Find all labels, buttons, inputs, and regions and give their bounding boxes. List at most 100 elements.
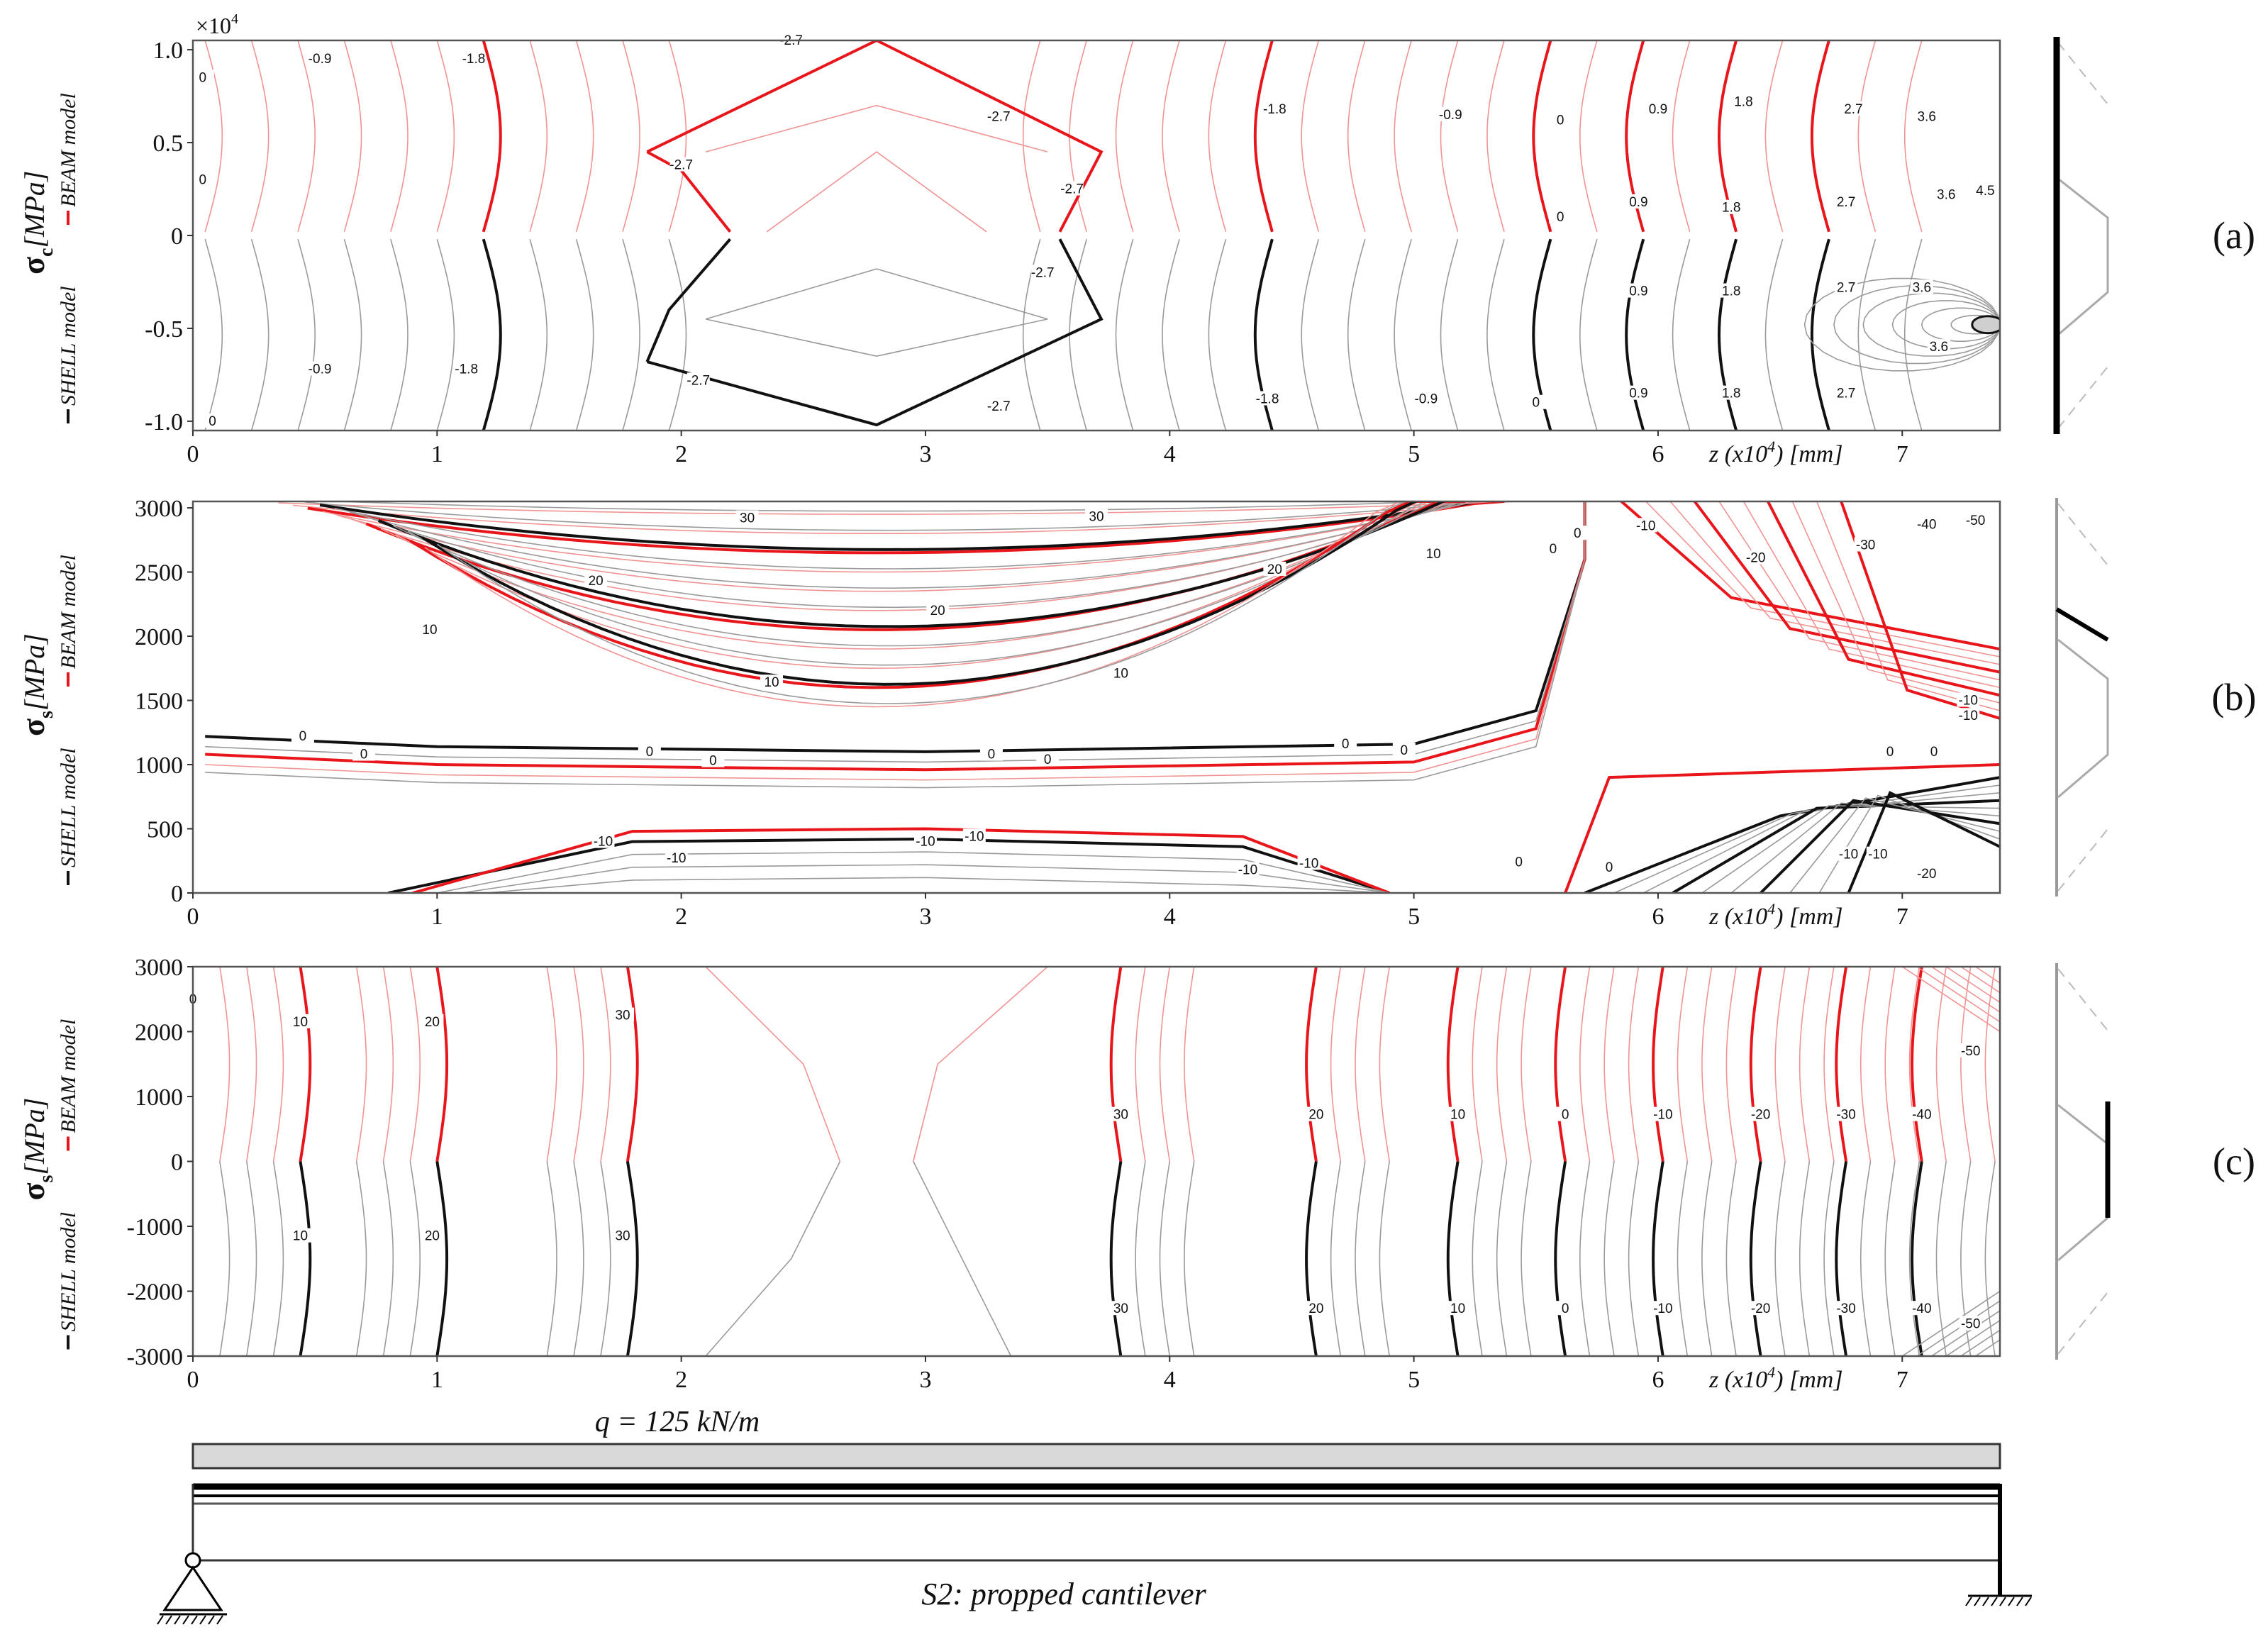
- beam-isoline: [1496, 967, 1508, 1162]
- beam-isoline: [1301, 40, 1320, 233]
- y-tick-label: 0: [171, 1150, 183, 1176]
- y-tick-label: 3000: [135, 496, 183, 522]
- beam-isoline: [1628, 967, 1640, 1162]
- shell-isoline: [297, 238, 316, 431]
- beam-isoline: [1857, 40, 1877, 233]
- contour-label-bg: [1263, 101, 1286, 116]
- shell-isoline: [1884, 1161, 1896, 1356]
- contour-label: 2.7: [1837, 387, 1855, 401]
- shell-isoline: [645, 238, 732, 362]
- contour-label-bg: [926, 602, 950, 617]
- contour-lines: [193, 40, 2000, 431]
- contour-label: -50: [1961, 1044, 1980, 1059]
- contour-label-bg: [1554, 1106, 1577, 1121]
- contour-label-bg: [1304, 1106, 1328, 1121]
- contour-label: -40: [1912, 1108, 1931, 1123]
- neutral-isoline: [205, 501, 1586, 789]
- beam-isoline: [1840, 501, 2000, 720]
- y-tick-label: 0: [171, 881, 183, 907]
- shell-isoline: [1717, 238, 1738, 431]
- shell-isoline: [377, 501, 1447, 628]
- contour-label-bg: [1959, 1316, 1982, 1331]
- beam-isoline: [1669, 501, 2000, 665]
- contour-label-bg: [1749, 1301, 1772, 1316]
- contour-label: -20: [1746, 551, 1765, 566]
- shell-isoline: [913, 1161, 1012, 1356]
- contour-label: 0: [209, 414, 216, 429]
- contour-label: 0: [199, 70, 206, 85]
- shell-isoline: [1701, 805, 2000, 893]
- contour-label-bg: [1392, 743, 1416, 757]
- shell-isoline: [546, 1161, 557, 1356]
- y-tick-label: 1500: [135, 689, 183, 715]
- shell-isoline: [1903, 238, 1923, 431]
- contour-label-bg: [1910, 1301, 1933, 1316]
- contour-label: -2.7: [669, 157, 693, 172]
- contour-label-bg: [418, 621, 441, 636]
- shell-isoline: [1760, 799, 2000, 893]
- contour-label: 1.8: [1722, 387, 1740, 401]
- beam-isoline: [246, 967, 257, 1162]
- contour-label: 0: [1574, 526, 1582, 541]
- beam-isoline: [278, 501, 1524, 515]
- contour-label: -50: [1961, 1316, 1980, 1331]
- y-tick-label: 1000: [135, 753, 183, 779]
- contour-label-bg: [191, 70, 214, 84]
- shell-isoline: [1355, 1161, 1366, 1356]
- contour-label: -1.8: [1263, 102, 1286, 117]
- beam-isoline: [204, 40, 223, 233]
- x-axis-label: z (x104) [mm]: [1708, 1363, 1843, 1393]
- pin-triangle: [162, 1565, 223, 1611]
- beam-isoline: [1774, 967, 1786, 1162]
- shell-isoline: [334, 501, 1476, 570]
- beam-isoline: [1486, 40, 1505, 233]
- contour-label-bg: [1524, 394, 1547, 409]
- beam-isoline: [1305, 967, 1318, 1162]
- beam-isoline: [1135, 967, 1146, 1162]
- x-tick-label: 4: [1164, 441, 1176, 467]
- contour-label: 20: [425, 1229, 440, 1244]
- contour-label: 0: [1401, 743, 1408, 758]
- section-sketch: [2055, 498, 2109, 897]
- beam-isoline: [1652, 967, 1664, 1162]
- contour-label: 0: [360, 748, 368, 762]
- shell-isoline: [1625, 238, 1645, 431]
- beam-isoline: [250, 40, 269, 233]
- contour-label: -2.7: [686, 373, 710, 388]
- contour-label: -2.7: [1031, 265, 1055, 280]
- contour-label: 3.6: [1930, 340, 1948, 355]
- contour-label-bg: [1915, 865, 1938, 880]
- shell-isoline: [1920, 307, 2000, 342]
- shell-isoline: [1945, 1320, 2000, 1356]
- contour-label-bg: [1910, 1106, 1933, 1121]
- section-outline: [2057, 638, 2109, 799]
- beam-isoline: [668, 40, 687, 233]
- y-tick-label: -1000: [127, 1214, 183, 1240]
- contour-label: 20: [1267, 562, 1282, 577]
- shell-isoline: [1810, 238, 1830, 431]
- shell-isoline: [705, 268, 1048, 357]
- contour-label: -1.8: [455, 362, 478, 377]
- plot-frame: [191, 500, 2001, 894]
- shell-isoline: [1960, 1329, 2000, 1356]
- x-axis-label: z (x104) [mm]: [1708, 438, 1843, 467]
- beam-isoline: [1208, 40, 1227, 233]
- contour-label: 10: [764, 675, 779, 690]
- contour-label-bg: [987, 398, 1011, 413]
- contour-label: 0: [1557, 113, 1564, 128]
- shell-isoline: [1935, 1161, 1947, 1356]
- contour-label-bg: [1627, 385, 1650, 400]
- contour-label: -40: [1912, 1301, 1931, 1316]
- contour-label-bg: [1109, 1106, 1133, 1121]
- beam-isoline: [482, 40, 502, 233]
- y-tick-label: -1.0: [145, 409, 183, 435]
- x-tick-label: 3: [919, 1367, 931, 1393]
- contour-label-bg: [913, 833, 937, 848]
- contour-label: -40: [1917, 518, 1936, 533]
- shell-isoline: [1208, 238, 1227, 431]
- x-axis-label: z (x104) [mm]: [1708, 900, 1843, 930]
- ground-hatch: [199, 1615, 206, 1625]
